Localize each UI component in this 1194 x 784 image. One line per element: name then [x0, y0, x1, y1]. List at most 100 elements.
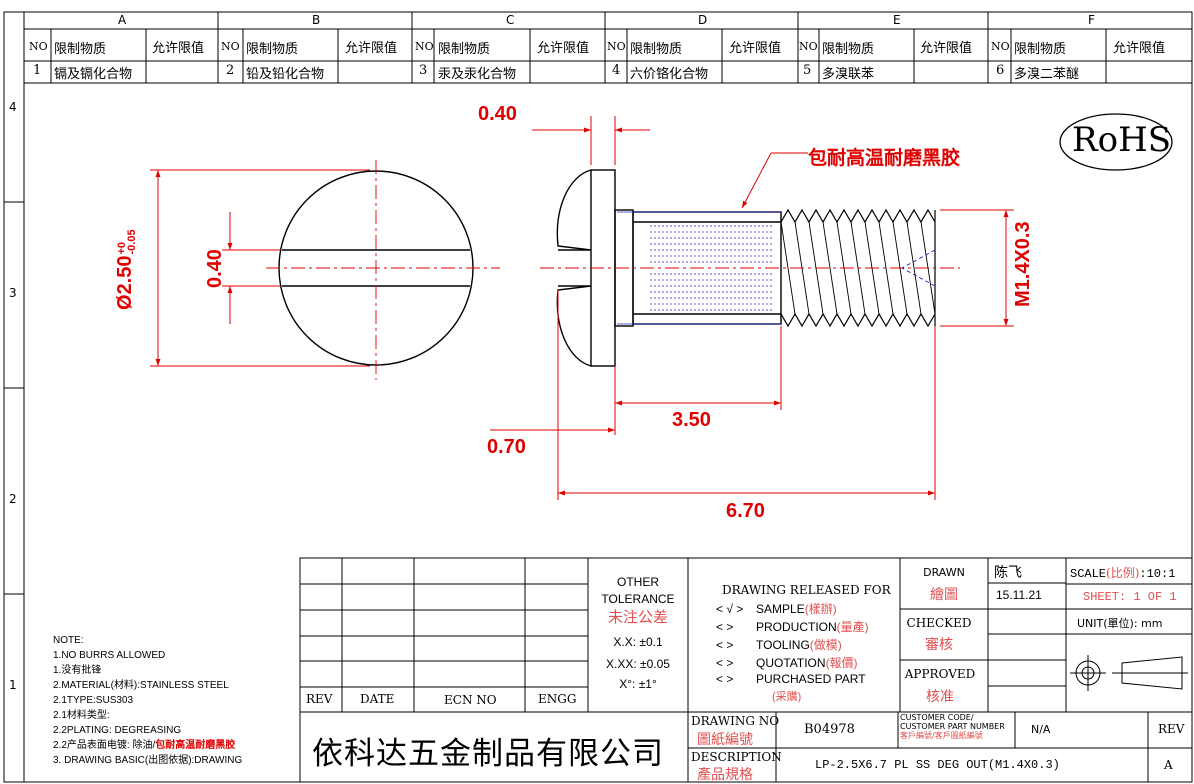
release-label: TOOLING [756, 638, 810, 652]
header-limit: 允许限值 [345, 41, 398, 56]
tolerance-title-cn: 未注公差 [607, 608, 668, 626]
row-substance: 镉及镉化合物 [54, 67, 133, 82]
column-letter-c: C [506, 13, 515, 27]
customer-code-label: CUSTOMER CODE/ CUSTOMER PART NUMBER 客戶編號… [900, 713, 1005, 740]
coating-note: 包耐高温耐磨黑胶 [808, 147, 961, 169]
approved-label-cn: 核准 [926, 689, 954, 705]
dimension-slot-width: 0.40 [204, 249, 226, 288]
note-line-plating-cn: 2.2产品表面电镀: 除油/包耐高温耐磨黑胶 [53, 738, 298, 753]
diameter-tol-lower: -0.05 [125, 229, 138, 255]
scale-value: :10:1 [1139, 567, 1176, 581]
row-number-4: 4 [9, 100, 17, 114]
release-label-cn: (樣辦) [804, 602, 837, 616]
checked-label: CHECKED [906, 616, 972, 630]
release-checkbox[interactable]: < > [716, 638, 734, 652]
row-number-2: 2 [9, 492, 17, 506]
tolerance-block: OTHER TOLERANCE 未注公差 X.X: ±0.1 X.XX: ±0.… [588, 574, 688, 693]
column-letter-b: B [312, 13, 321, 27]
customer-part-en: CUSTOMER PART NUMBER [900, 722, 1005, 731]
header-limit: 允许限值 [729, 41, 782, 56]
customer-code-cn: 客戶編號/客戶圖紙編號 [900, 731, 983, 740]
dimension-head-thickness: 0.40 [478, 103, 517, 125]
description-label-cn: 產品規格 [697, 767, 753, 783]
tolerance-angle: X°: ±1° [619, 677, 657, 691]
diameter-value: Ø2.50 [114, 255, 136, 310]
row-substance: 汞及汞化合物 [438, 67, 517, 82]
drawing-no-value: B04978 [804, 722, 855, 737]
plating-cn-prefix: 2.2产品表面电镀: 除油/ [53, 740, 156, 751]
row-substance: 多溴二苯醚 [1014, 67, 1080, 82]
dimension-total-length: 6.70 [726, 500, 765, 522]
rev-value: A [1164, 758, 1173, 772]
customer-code-en: CUSTOMER CODE/ [900, 713, 974, 722]
tolerance-x-x: X.X: ±0.1 [613, 635, 663, 649]
row-substance: 多溴联苯 [822, 67, 875, 82]
note-line: NOTE: [53, 635, 84, 646]
header-limit: 允许限值 [1113, 41, 1166, 56]
restriction-table-grid [24, 12, 1192, 84]
header-no: NO [29, 40, 48, 53]
column-letter-e: E [893, 13, 901, 27]
thread-cone [901, 249, 936, 287]
header-no: NO [799, 40, 818, 53]
release-checkbox[interactable]: < > [716, 656, 734, 670]
customer-code-value: N/A [1031, 723, 1051, 736]
projection-symbol-icon [1070, 655, 1188, 691]
drawn-label: DRAWN [923, 566, 965, 579]
column-letter-d: D [698, 13, 708, 27]
unit-field: UNIT(單位): mm [1077, 617, 1163, 630]
header-substance: 限制物质 [54, 42, 107, 57]
note-line: 2.2PLATING: DEGREASING [53, 725, 182, 736]
rohs-mark: RoHS [1072, 120, 1172, 160]
note-line: 3. DRAWING BASIC(出图依据):DRAWING [53, 755, 243, 766]
row-no: 6 [996, 63, 1005, 78]
drawn-date: 15.11.21 [996, 588, 1042, 602]
release-label: PRODUCTION [756, 620, 837, 634]
row-substance: 六价铬化合物 [630, 67, 709, 82]
row-no: 2 [226, 63, 235, 78]
approved-label: APPROVED [904, 667, 976, 681]
row-number-3: 3 [9, 286, 17, 300]
company-name: 依科达五金制品有限公司 [312, 736, 664, 772]
header-no: NO [221, 40, 240, 53]
dimension-diameter: Ø2.50+0-0.05 [114, 229, 138, 310]
knurl-edge [617, 211, 781, 325]
note-line: 2.1TYPE:SUS303 [53, 695, 134, 706]
note-line: 2.MATERIAL(材料):STAINLESS STEEL [53, 680, 229, 691]
release-checkbox-checked[interactable]: < √ > [716, 602, 744, 616]
sheet-field: SHEET: 1 OF 1 [1083, 590, 1177, 604]
release-label: PURCHASED PART [756, 672, 866, 686]
header-limit: 允许限值 [537, 41, 590, 56]
date-header: DATE [360, 692, 395, 706]
tolerance-x-xx: X.XX: ±0.05 [606, 657, 670, 671]
header-substance: 限制物质 [246, 42, 299, 57]
release-label: QUOTATION [756, 656, 826, 670]
row-substance: 铅及铅化合物 [246, 67, 325, 82]
header-no: NO [607, 40, 626, 53]
header-substance: 限制物质 [630, 42, 683, 57]
release-checkbox[interactable]: < > [716, 620, 734, 634]
drawn-label-cn: 繪圖 [930, 587, 958, 603]
header-substance: 限制物质 [438, 42, 491, 57]
release-item-quotation: < > QUOTATION(報價) [716, 654, 869, 672]
note-line: 1.NO BURRS ALLOWED [53, 650, 166, 661]
header-substance: 限制物质 [822, 42, 875, 57]
scale-label-cn: (比例) [1106, 566, 1140, 580]
release-checkbox[interactable]: < > [716, 672, 734, 686]
knurl-pattern [650, 225, 772, 311]
release-label-cn: (報價) [825, 656, 858, 670]
tolerance-title-2: TOLERANCE [601, 592, 675, 606]
rohs-ellipse [1059, 113, 1173, 171]
scale-field: SCALE(比例):10:1 [1070, 564, 1175, 581]
release-item-tooling: < >TOOLING(做模) [716, 636, 869, 654]
column-letter-a: A [118, 13, 127, 27]
drawing-no-label: DRAWING NO [691, 714, 780, 728]
drawing-no-label-cn: 圖紙編號 [697, 732, 753, 748]
release-item-production: < > PRODUCTION(量產) [716, 618, 869, 636]
release-label-cn: (量產) [836, 620, 869, 634]
tolerance-title-1: OTHER [617, 575, 659, 589]
rev-header: REV [306, 692, 333, 706]
header-no: NO [415, 40, 434, 53]
note-line: 2.1材料类型: [53, 710, 110, 721]
row-no: 1 [33, 63, 42, 78]
